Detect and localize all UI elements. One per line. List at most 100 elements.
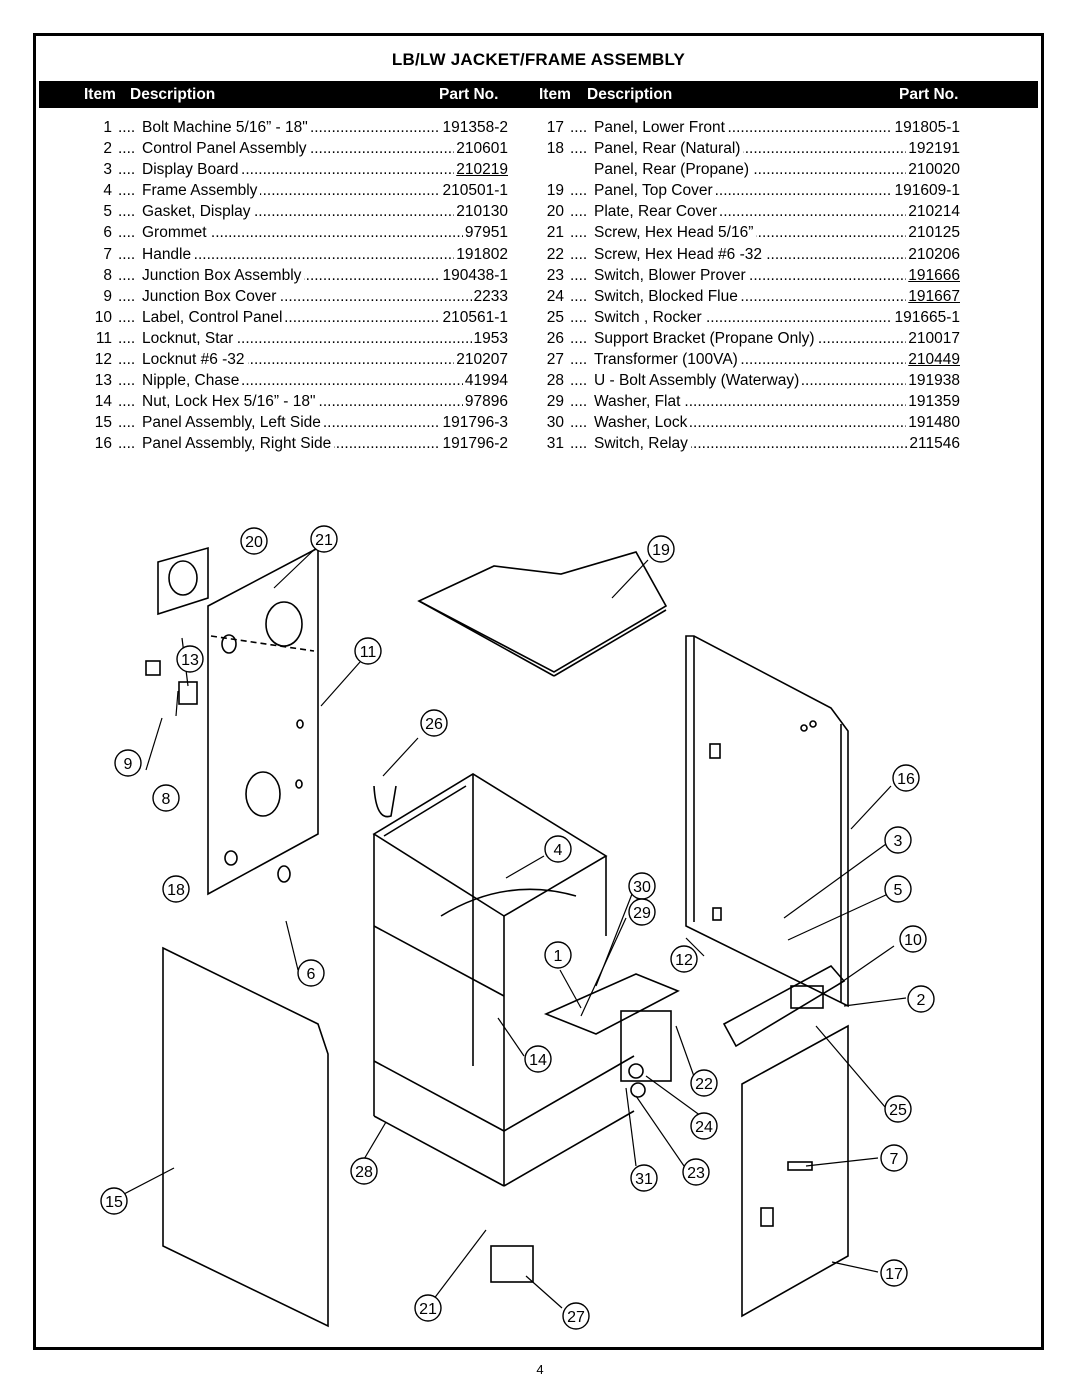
item-dots: .... xyxy=(570,287,588,305)
parts-list-row: 5.......................................… xyxy=(80,203,508,224)
item-number: 16 xyxy=(94,435,112,453)
callout-31: 31 xyxy=(630,1164,658,1192)
callout-30: 30 xyxy=(628,872,656,900)
parts-list-row: 12......................................… xyxy=(80,351,508,372)
parts-list-row: 16......................................… xyxy=(80,435,508,456)
rear-panel xyxy=(207,546,319,896)
item-part-number: 190438-1 xyxy=(440,266,508,285)
callout-number: 18 xyxy=(167,882,185,899)
callout-number: 1 xyxy=(554,948,563,965)
callout-29: 29 xyxy=(628,898,656,926)
item-dots: .... xyxy=(570,308,588,326)
item-part-number: 210125 xyxy=(906,224,960,243)
callout-19: 19 xyxy=(647,535,675,563)
parts-list-row: 4.......................................… xyxy=(80,182,508,203)
header-item-2: Item xyxy=(539,86,571,103)
callout-3: 3 xyxy=(884,826,912,854)
callout-28: 28 xyxy=(350,1157,378,1185)
callout-number: 9 xyxy=(124,756,133,773)
item-dots: .... xyxy=(118,393,136,411)
page-number: 4 xyxy=(536,1362,544,1377)
parts-list-row: 15......................................… xyxy=(80,414,508,435)
parts-list-row: 26......................................… xyxy=(532,329,960,351)
item-part-number: 191665-1 xyxy=(892,308,960,327)
parts-list-row: 29......................................… xyxy=(532,393,960,414)
item-part-number: 191609-1 xyxy=(892,182,960,201)
item-number: 28 xyxy=(546,372,564,390)
item-description: Support Bracket (Propane Only) xyxy=(594,329,818,348)
header-description-2: Description xyxy=(587,86,673,103)
header-description: Description xyxy=(130,86,216,103)
item-number: 29 xyxy=(546,393,564,411)
item-part-number: 210206 xyxy=(906,245,960,264)
item-description: Washer, Lock xyxy=(594,414,691,433)
item-dots: .... xyxy=(118,224,136,242)
item-description: Plate, Rear Cover xyxy=(594,203,721,222)
item-part-number: 210020 xyxy=(906,161,960,180)
item-part-number: 191480 xyxy=(906,414,960,433)
callout-21: 21 xyxy=(310,525,338,553)
item-number: 5 xyxy=(103,203,112,221)
callout-number: 17 xyxy=(885,1266,903,1283)
item-dots: .... xyxy=(118,266,136,284)
item-description: Switch, Blower Prover xyxy=(594,266,749,285)
item-dots: .... xyxy=(118,119,136,136)
item-part-number: 1953 xyxy=(471,329,508,348)
item-number: 31 xyxy=(546,435,564,453)
callout-15: 15 xyxy=(100,1187,128,1215)
item-part-number: 192191 xyxy=(906,140,960,159)
page-title: LB/LW JACKET/FRAME ASSEMBLY xyxy=(391,50,686,69)
callout-8: 8 xyxy=(152,784,180,812)
item-description: Locknut #6 -32 xyxy=(142,351,248,370)
item-dots: .... xyxy=(570,372,588,390)
item-dots: .... xyxy=(118,329,136,347)
callout-number: 31 xyxy=(635,1171,653,1188)
item-number: 15 xyxy=(94,414,112,432)
parts-list-row: 14......................................… xyxy=(80,393,508,414)
item-description: Grommet xyxy=(142,224,210,243)
header-part-no: Part No. xyxy=(439,86,499,103)
item-description: Switch , Rocker xyxy=(594,308,705,327)
callout-number: 25 xyxy=(889,1102,907,1119)
item-part-number: 210601 xyxy=(454,140,508,159)
item-part-number: 191796-2 xyxy=(440,435,508,454)
item-dots: .... xyxy=(118,287,136,305)
parts-list-row: 19......................................… xyxy=(532,182,960,203)
parts-list-row: 17......................................… xyxy=(532,119,960,140)
item-description: U - Bolt Assembly (Waterway) xyxy=(594,372,803,391)
callout-21: 21 xyxy=(414,1294,442,1322)
item-dots: .... xyxy=(570,119,588,136)
item-description: Label, Control Panel xyxy=(142,308,286,327)
parts-list-row: 23......................................… xyxy=(532,266,960,288)
callout-number: 11 xyxy=(360,644,377,661)
callout-number: 21 xyxy=(315,532,333,549)
parts-list-row: ........................................… xyxy=(532,161,960,182)
item-description: Screw, Hex Head #6 -32 xyxy=(594,245,766,264)
parts-list-row: 30......................................… xyxy=(532,414,960,435)
callout-number: 8 xyxy=(162,791,171,808)
item-description: Display Board xyxy=(142,161,242,180)
parts-list-row: 21......................................… xyxy=(532,224,960,245)
parts-list-row: 6.......................................… xyxy=(80,224,508,245)
item-description: Panel, Rear (Propane) xyxy=(594,161,753,180)
item-description: Nipple, Chase xyxy=(142,372,243,391)
callout-number: 28 xyxy=(355,1164,373,1181)
item-dots: .... xyxy=(118,414,136,432)
item-dots: .... xyxy=(570,224,588,242)
header-item: Item xyxy=(84,86,116,103)
callout-number: 19 xyxy=(652,542,670,559)
page-frame: LB/LW JACKET/FRAME ASSEMBLY Item Descrip… xyxy=(33,33,1044,1350)
callout-number: 23 xyxy=(687,1165,705,1182)
parts-list-row: 10......................................… xyxy=(80,308,508,330)
item-number: 8 xyxy=(103,266,112,284)
parts-list-row: 9.......................................… xyxy=(80,287,508,309)
item-part-number: 210561-1 xyxy=(440,308,508,327)
parts-list-row: 11......................................… xyxy=(80,329,508,351)
callout-4: 4 xyxy=(544,835,572,863)
callout-number: 3 xyxy=(894,833,903,850)
callout-number: 24 xyxy=(695,1119,713,1136)
callout-9: 9 xyxy=(114,749,142,777)
callout-number: 13 xyxy=(181,652,199,669)
callout-number: 7 xyxy=(890,1151,899,1168)
item-dots: .... xyxy=(570,140,588,158)
